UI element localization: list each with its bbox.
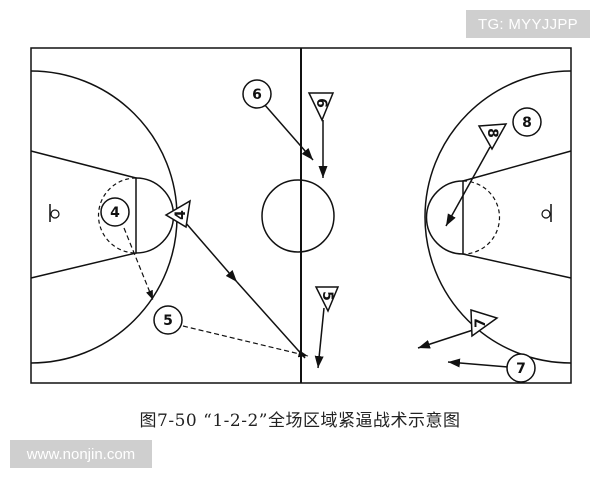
player-8-circle: 8 — [512, 107, 542, 137]
svg-text:7: 7 — [473, 318, 489, 328]
path-4-triangle-cont — [236, 281, 306, 359]
path-5-triangle-run — [314, 307, 325, 369]
svg-text:4: 4 — [173, 210, 189, 220]
player-4-circle: 4 — [100, 197, 130, 227]
path-4-triangle-run — [184, 221, 238, 283]
player-7-circle: 7 — [506, 353, 536, 383]
svg-text:8: 8 — [484, 128, 500, 138]
svg-text:4: 4 — [110, 205, 120, 221]
svg-text:8: 8 — [522, 115, 532, 131]
player-5-triangle: 5 — [314, 286, 340, 313]
path-4-to-5-dashed — [123, 227, 154, 301]
path-5-pass-dashed — [182, 325, 309, 358]
watermark-top: TG: MYYJJPP — [466, 10, 590, 38]
right-basket — [541, 209, 551, 219]
player-5-circle: 5 — [153, 305, 183, 335]
player-4-triangle: 4 — [164, 199, 191, 229]
right-three-point-arc — [424, 70, 572, 364]
figure-caption: 图7-50 “1-2-2”全场区域紧逼战术示意图 — [139, 411, 461, 431]
left-ft-arc-dashed — [97, 177, 137, 254]
player-7-triangle: 7 — [470, 308, 499, 338]
left-key — [30, 150, 137, 279]
svg-text:7: 7 — [516, 361, 526, 377]
path-6-circle-run — [263, 103, 314, 161]
right-key — [462, 150, 572, 279]
player-6-circle: 6 — [242, 79, 272, 109]
right-ft-arc-dashed — [462, 180, 501, 255]
svg-text:5: 5 — [163, 313, 173, 329]
svg-text:6: 6 — [252, 87, 262, 103]
center-circle — [261, 179, 335, 253]
player-8-triangle: 8 — [477, 123, 508, 151]
path-7-triangle-run — [417, 329, 474, 349]
watermark-bottom: www.nonjin.com — [10, 440, 152, 468]
left-basket — [50, 209, 60, 219]
svg-text:5: 5 — [319, 291, 335, 301]
path-7-circle-run — [447, 358, 509, 368]
player-6-triangle: 6 — [307, 92, 335, 122]
right-ft-arc-solid — [425, 180, 464, 255]
svg-text:6: 6 — [313, 98, 329, 108]
path-8-triangle-run — [445, 146, 491, 227]
